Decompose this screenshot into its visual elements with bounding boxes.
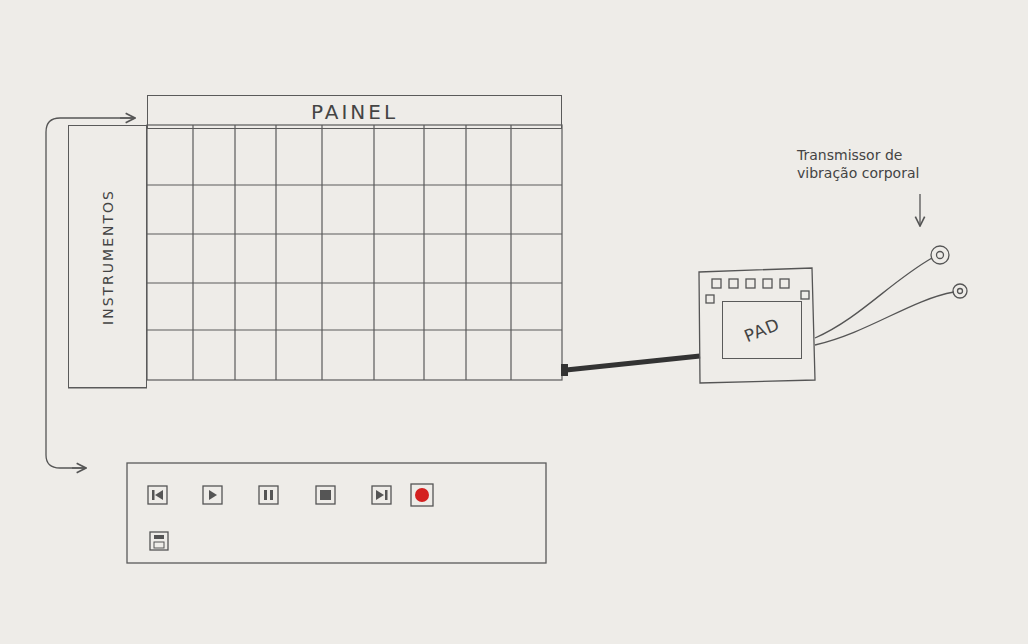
panel-header: PAINEL xyxy=(147,95,562,129)
node-text: PAD xyxy=(741,314,783,346)
pad-screen: PAD xyxy=(722,301,802,359)
instruments-column: INSTRUMENTOS xyxy=(68,125,147,388)
wires xyxy=(815,194,967,345)
callout-text: Transmissor de vibração corporal xyxy=(797,146,957,182)
pad-device xyxy=(699,268,815,383)
bracket-arrows xyxy=(46,118,135,468)
node-text: INSTRUMENTOS xyxy=(100,189,116,325)
node-text: PAINEL xyxy=(311,100,398,124)
panel-grid xyxy=(68,125,562,388)
cable xyxy=(561,356,700,376)
transport-controls xyxy=(127,463,546,563)
